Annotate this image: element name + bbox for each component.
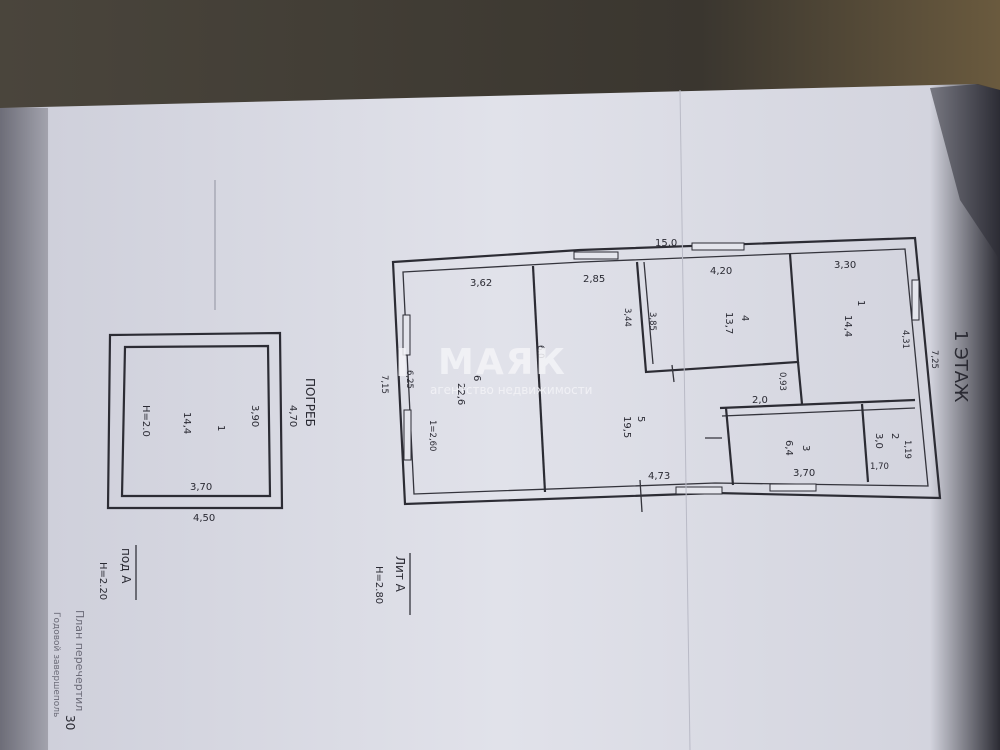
window-6 <box>675 486 723 495</box>
room-4-area: 13,7 <box>723 312 734 334</box>
cellar-room-no: 1 <box>215 425 226 431</box>
watermark-tagline: агентство недвижимости <box>430 383 592 397</box>
dim-725: 7,25 <box>929 350 939 369</box>
wall-corridor <box>719 398 916 410</box>
wall-1-lower <box>796 361 804 405</box>
watermark-brand: МАЯК <box>438 342 567 383</box>
watermark: І МАЯК агентство недвижимости <box>395 341 592 397</box>
dim-093: 0,93 <box>777 372 787 391</box>
dim-60: 6,0 <box>535 345 545 359</box>
floor1-outer-wall <box>391 236 942 506</box>
cellar-inner-wall <box>120 344 272 498</box>
wall-3-2 <box>860 403 870 483</box>
cellar-room-area: 14,4 <box>181 412 192 434</box>
dim-370: 3,70 <box>793 468 815 479</box>
note-page-no: 30 <box>63 715 77 730</box>
watermark-logo-mark: І <box>395 341 409 385</box>
wall-3-5 <box>724 407 735 486</box>
lit-height: H=2.80 <box>373 566 384 604</box>
cellar-inner-depth: 3,90 <box>249 405 260 427</box>
room-2-no: 2 <box>889 433 900 439</box>
window-5 <box>911 279 920 321</box>
paper-sheet <box>0 84 1000 750</box>
dim-715: 7,15 <box>379 375 389 394</box>
dim-20: 2,0 <box>752 395 768 406</box>
room-4-no: 4 <box>739 315 750 321</box>
bottom-notes: План перечертил Годовой завершеполь 30 <box>51 610 86 730</box>
room-1-area: 14,4 <box>842 315 853 337</box>
dim-260: 1=2,60 <box>427 420 437 451</box>
dim-170: 1,70 <box>870 462 889 472</box>
room-3-no: 3 <box>800 445 811 451</box>
floor1-title: 1 ЭТАЖ <box>950 330 971 403</box>
dim-total: 15,0 <box>655 238 677 249</box>
dim-431: 4,31 <box>900 330 910 349</box>
cellar-floor-label: под А <box>119 548 133 584</box>
room-6-no: 6 <box>471 375 482 381</box>
window-7 <box>769 483 817 492</box>
wall-6-5 <box>531 265 547 493</box>
copier-line-1 <box>679 89 691 750</box>
room-2-area: 3,0 <box>873 433 884 449</box>
window-4 <box>403 409 412 461</box>
wall-corridor-inner <box>721 407 916 417</box>
cellar-floor-height: H=2.20 <box>97 562 108 600</box>
wall-room4 <box>635 253 800 374</box>
dim-473: 4,73 <box>648 471 670 482</box>
room-1-no: 1 <box>855 300 866 306</box>
note-line-1: План перечертил <box>73 610 86 711</box>
room-5-area: 19,5 <box>621 416 632 438</box>
left-edge-shadow <box>0 108 48 750</box>
cellar-outer-width: 4,50 <box>193 513 215 524</box>
door-tick-1 <box>671 364 675 383</box>
dim-420: 4,20 <box>710 266 732 277</box>
floor1-plan: 15,0 3,62 2,85 4,20 3,30 3,44 3,85 4,31 … <box>373 236 971 615</box>
cellar-plan: 1 14,4 H=2.0 3,90 4,70 3,70 4,50 ПОГРЕБ … <box>97 331 317 600</box>
floor1-outer-wall-inner <box>402 248 929 495</box>
wall-room4-inner <box>643 261 654 365</box>
cellar-outer-depth: 4,70 <box>287 405 298 427</box>
cellar-title: ПОГРЕБ <box>303 378 317 427</box>
dim-330: 3,30 <box>834 260 856 271</box>
window-1 <box>573 251 619 260</box>
cellar-inner-width: 3,70 <box>190 482 212 493</box>
note-line-2: Годовой завершеполь <box>51 612 61 717</box>
window-3 <box>402 314 411 356</box>
room-3-area: 6,4 <box>783 440 794 456</box>
dim-285: 2,85 <box>583 274 605 285</box>
lit-label: Лит А <box>393 556 407 593</box>
dim-362: 3,62 <box>470 278 492 289</box>
window-2 <box>691 242 745 251</box>
cellar-room-height: H=2.0 <box>140 405 151 437</box>
room-6-area: 22,6 <box>455 383 466 405</box>
room-5-no: 5 <box>635 416 646 422</box>
toner-shadow <box>930 84 1000 260</box>
dim-625: 6,25 <box>404 370 414 389</box>
cellar-outer-wall <box>106 331 284 510</box>
door-tick-2 <box>639 479 643 513</box>
dim-119: 1,19 <box>902 440 912 459</box>
dim-385: 3,85 <box>647 312 657 331</box>
dim-344: 3,44 <box>622 308 632 327</box>
